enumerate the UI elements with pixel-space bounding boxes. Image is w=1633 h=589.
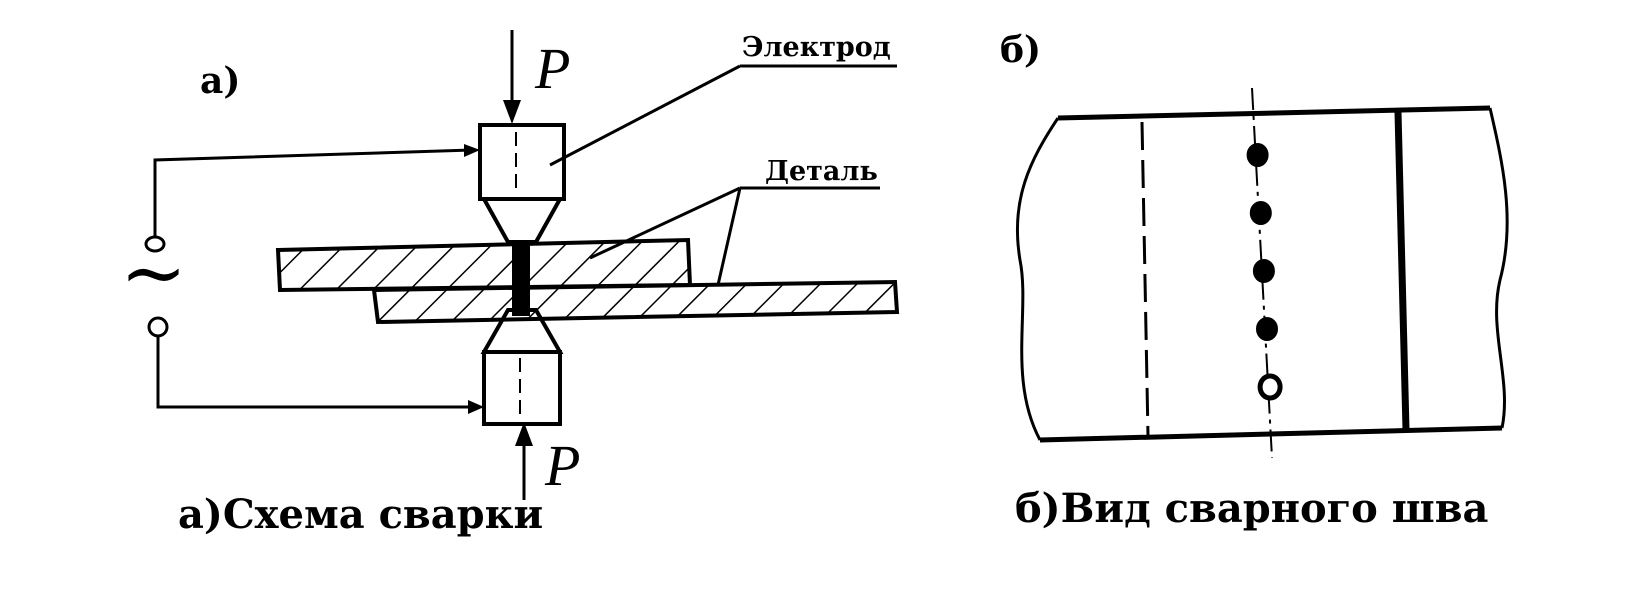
power-circuit xyxy=(144,144,484,414)
panel-a-scheme: а) P P xyxy=(120,30,900,538)
weld-spot xyxy=(1246,143,1269,167)
top-force-arrow xyxy=(503,30,521,124)
part-leader-upper xyxy=(589,186,741,260)
weld-spot xyxy=(1257,373,1283,401)
electrode-leader xyxy=(549,64,741,167)
weld-spot xyxy=(1256,317,1278,341)
ac-source-symbol: ~ xyxy=(120,226,187,319)
panel-b-seam-view: б) б)Вид сварного шва xyxy=(1000,29,1509,532)
electrode-label: Электрод xyxy=(742,32,891,63)
bottom-force-label: P xyxy=(544,433,580,498)
part-leader-lower xyxy=(716,187,742,286)
panel-b-caption: б)Вид сварного шва xyxy=(1015,485,1488,532)
part-label: Деталь xyxy=(765,156,878,187)
sheet-top-edge xyxy=(1057,105,1491,121)
panel-a-letter: а) xyxy=(200,60,240,102)
weld-spot xyxy=(1249,201,1272,225)
upper-electrode xyxy=(478,123,566,244)
weld-spots xyxy=(1246,143,1283,401)
panel-a-caption: а)Схема сварки xyxy=(178,491,543,538)
sheet-right-break xyxy=(1488,107,1509,429)
weld-nugget xyxy=(512,240,530,316)
sheet-left-break xyxy=(1015,117,1060,441)
weld-spot xyxy=(1252,259,1275,283)
upper-sheet-edge xyxy=(1394,111,1410,431)
bottom-force-arrow xyxy=(515,422,533,500)
upper-plate xyxy=(275,237,693,293)
panel-b-letter: б) xyxy=(1000,29,1041,71)
lower-electrode xyxy=(480,308,564,426)
hidden-sheet-edge xyxy=(1140,121,1150,437)
top-force-label: P xyxy=(534,36,570,101)
lower-plate xyxy=(371,279,900,325)
